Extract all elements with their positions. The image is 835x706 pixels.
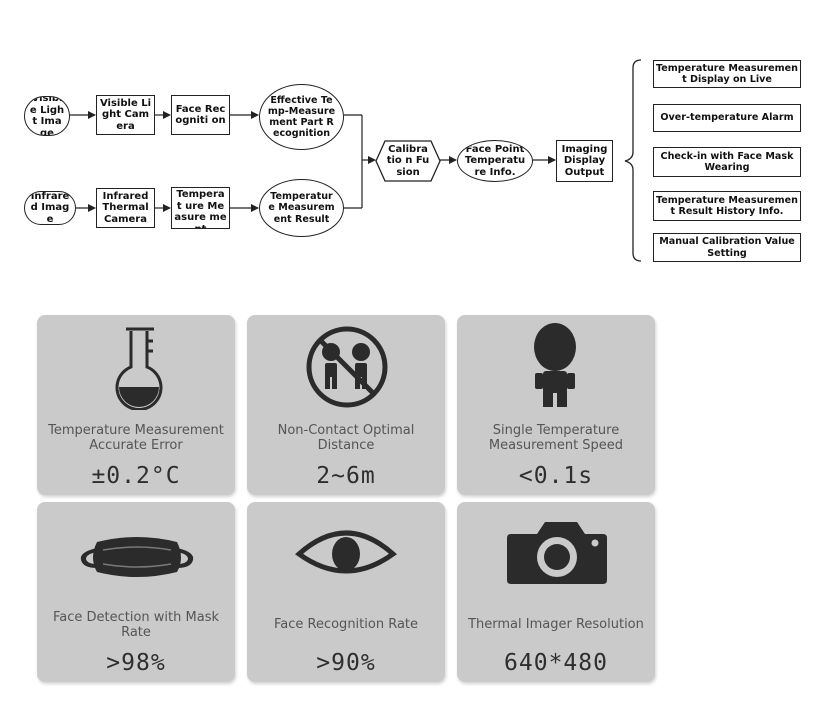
feature-label: Single Temperature Measurement Speed [488, 422, 624, 453]
feature-label: Non-Contact Optimal Distance [277, 422, 415, 453]
face-point-temperature-node: Face Point Temperature Info. [457, 140, 533, 182]
feature-label: Temperature Measurement Accurate Error [48, 422, 224, 453]
face-mask-icon [80, 537, 194, 577]
feature-card-distance: Non-Contact Optimal Distance 2~6m [247, 315, 445, 495]
flow-diagram: Visible Light Image Visible Light Camera… [0, 0, 835, 300]
imaging-display-output-node: Imaging Display Output [556, 140, 613, 182]
visible-light-image-node: Visible Light Image [24, 96, 70, 136]
feature-label: Thermal Imager Resolution [468, 617, 644, 633]
connector-lines [68, 59, 642, 262]
output-temperature-display-live: Temperature Measurement Display on Live [653, 60, 801, 88]
feature-card-resolution: Thermal Imager Resolution 640*480 [457, 502, 655, 682]
feature-value: 640*480 [504, 650, 608, 676]
eye-icon [295, 530, 397, 574]
infrared-thermal-camera-node: Infrared Thermal Camera [96, 188, 155, 228]
feature-value: <0.1s [518, 463, 594, 489]
feature-value: >98% [106, 650, 166, 676]
no-contact-icon [306, 326, 388, 408]
calibration-fusion-node: Calibratio n Fusion [386, 143, 430, 178]
output-manual-calibration-setting: Manual Calibration Value Setting [653, 233, 801, 262]
face-recognition-node: Face Recogniti on [171, 95, 230, 135]
feature-value: ±0.2°C [91, 463, 181, 489]
feature-label: Face Detection with Mask Rate [52, 609, 219, 640]
thermometer-icon [115, 327, 163, 410]
feature-label: Face Recognition Rate [273, 617, 419, 633]
feature-value: 2~6m [316, 463, 376, 489]
output-result-history-info: Temperature Measurement Result History I… [653, 191, 801, 221]
temperature-measurement-node: Temperat ure Measure ment [171, 187, 230, 229]
temperature-measurement-result-node: Temperature Measurement Result [259, 179, 344, 237]
feature-card-recognition-rate: Face Recognition Rate >90% [247, 502, 445, 682]
infrared-image-node: Infrared Image [24, 191, 76, 225]
calibration-fusion-shape [375, 140, 441, 182]
output-brace [624, 59, 642, 262]
effective-temp-part-node: Effective Temp-Measurement Part Recognit… [259, 84, 344, 150]
camera-icon [507, 522, 607, 584]
feature-card-mask-rate: Face Detection with Mask Rate >98% [37, 502, 235, 682]
person-icon [534, 323, 576, 407]
feature-value: >90% [316, 650, 376, 676]
feature-card-accuracy: Temperature Measurement Accurate Error ±… [37, 315, 235, 495]
output-check-in-face-mask: Check-in with Face Mask Wearing [653, 147, 801, 177]
output-over-temperature-alarm: Over-temperature Alarm [653, 104, 801, 132]
visible-light-camera-node: Visible Light Camera [96, 95, 155, 135]
feature-card-speed: Single Temperature Measurement Speed <0.… [457, 315, 655, 495]
